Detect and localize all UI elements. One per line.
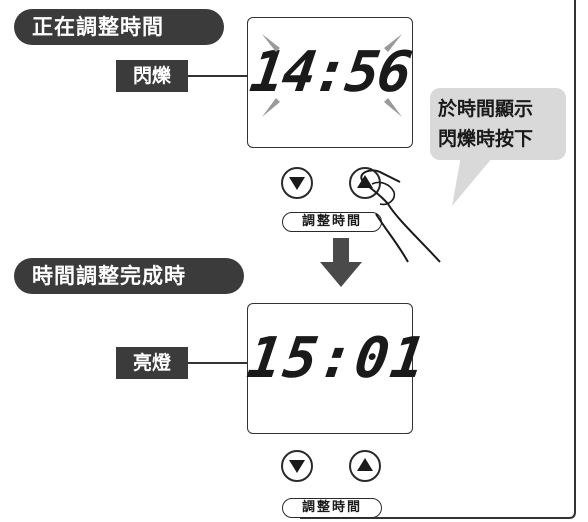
callout-line-2: 閃爍時按下 bbox=[438, 128, 534, 150]
up-triangle-icon bbox=[357, 175, 373, 188]
blink-ray-top-right bbox=[384, 34, 402, 52]
callout-press-when-blinking: 於時間顯示 閃爍時按下 bbox=[430, 88, 566, 160]
callout-line-1: 於時間顯示 bbox=[438, 98, 534, 120]
down-button-bottom[interactable] bbox=[281, 450, 313, 482]
up-button-bottom[interactable] bbox=[349, 450, 381, 482]
section-title-done-text: 時間調整完成時 bbox=[32, 264, 186, 288]
connector-line-top bbox=[188, 75, 254, 77]
section-title-done: 時間調整完成時 bbox=[14, 258, 244, 294]
state-label-lit-text: 亮燈 bbox=[132, 352, 171, 374]
time-digits-bottom: 15:01 bbox=[243, 326, 432, 391]
adjust-time-label-bottom: 調整時間 bbox=[282, 498, 382, 518]
blink-ray-top-left bbox=[262, 34, 280, 52]
section-title-adjusting-text: 正在調整時間 bbox=[32, 15, 164, 39]
lcd-display-top: 14:56 bbox=[246, 17, 414, 148]
down-triangle-icon bbox=[289, 460, 305, 473]
down-triangle-icon bbox=[289, 177, 305, 190]
connector-line-bottom bbox=[188, 362, 254, 364]
state-label-blinking-text: 閃爍 bbox=[132, 65, 171, 87]
up-triangle-icon bbox=[357, 458, 373, 471]
blink-ray-bottom-left bbox=[262, 98, 280, 117]
down-button-top[interactable] bbox=[281, 167, 313, 199]
state-label-lit: 亮燈 bbox=[116, 347, 188, 379]
lcd-display-bottom: 15:01 bbox=[243, 303, 431, 434]
blink-ray-bottom-right bbox=[384, 98, 402, 117]
state-label-blinking: 閃爍 bbox=[116, 60, 188, 92]
section-title-adjusting: 正在調整時間 bbox=[14, 9, 224, 45]
